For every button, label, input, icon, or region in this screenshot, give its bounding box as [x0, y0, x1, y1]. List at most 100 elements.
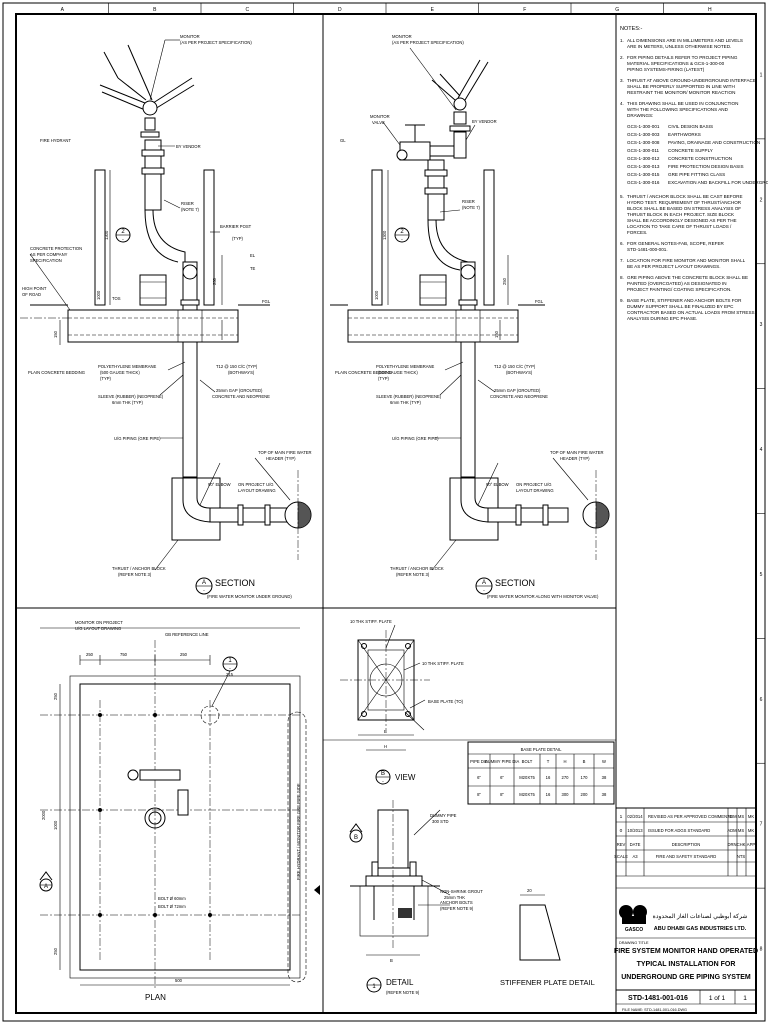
- detail-b-mark: B: [354, 835, 358, 841]
- baseplate-cell: 38: [602, 775, 607, 780]
- rev-header-app: APP: [747, 842, 756, 847]
- section-subtitle-left: (FIRE WATER MONITOR UNDER GROUND): [207, 594, 292, 599]
- section-symbol-sheet-left: -: [203, 588, 205, 594]
- drawing-rev: 1: [743, 995, 747, 1002]
- footer-filename: FILE NAME: STD-1481-001-016.DWG: [622, 1008, 687, 1012]
- dim-215-plan: 215: [226, 672, 234, 677]
- dim-150-left: 150: [53, 330, 58, 338]
- dim-250-plan-b: 250: [180, 652, 188, 657]
- note-text: RESTRAINT THE MONITOR/ MONITOR REACTION: [627, 90, 735, 95]
- label-monitor-project-sub: U/G LAYOUT DRAWING: [75, 626, 121, 631]
- view-b-text: 10 THK STIFF. PLATE 10 THK STIFF. PLATE …: [350, 619, 464, 785]
- label-monitor-left: MONITOR: [180, 34, 200, 39]
- note-number: 1.: [620, 38, 624, 43]
- note-text: CONTRACTOR BASED ON ACTUAL LOADS FROM ST…: [627, 310, 755, 315]
- baseplate-cell: 200: [581, 792, 589, 797]
- rev-number: 0: [620, 828, 623, 834]
- baseplate-header: B: [583, 759, 586, 764]
- note-text: PIPING SYSTEMS-FIRING (LATEST): [627, 67, 705, 72]
- label-ug-right: U/G PIPING (GRE PIPE): [392, 436, 439, 441]
- dim-150-right: 150: [494, 330, 499, 338]
- label-riser-note-right: (NOTE 7): [462, 205, 481, 210]
- standard-type: FIRE AND SAFETY STANDARD: [656, 854, 717, 859]
- grid-row-label: 6: [760, 697, 763, 703]
- drawing-title-line3: UNDERGROUND GRE PIPING SYSTEM: [621, 974, 751, 981]
- label-high-point: HIGH POINT: [22, 286, 47, 291]
- section-title-right: SECTION: [495, 578, 535, 588]
- note-text: BLOCK SHALL BE BASED ON STRESS ANALYSIS …: [627, 206, 741, 211]
- note-item: 5.THRUST / ANCHOR BLOCK SHALL BE CAST BE…: [620, 194, 743, 235]
- baseplate-cell: 6": [477, 775, 481, 780]
- dim-250-plan-d: 250: [53, 947, 58, 955]
- dim-detail-b: B: [390, 958, 393, 963]
- plan-text: MONITOR ON PROJECT U/G LAYOUT DRAWING GB…: [41, 620, 301, 1002]
- stiffener-drawing: 20 STIFFENER PLATE DETAIL: [500, 888, 595, 987]
- section-subtitle-right: (FIRE WATER MONITOR ALONG WITH MONITOR V…: [487, 594, 599, 599]
- grid-row-label: 1: [760, 72, 763, 78]
- baseplate-header: W: [602, 759, 606, 764]
- label-thrust-left: THRUST / ANCHOR BLOCK: [112, 566, 166, 571]
- baseplate-cell: 300: [562, 792, 570, 797]
- note-text: MATERIAL SPECIFICATIONS & GCS-1-300-00: [627, 61, 725, 66]
- dim-1300-left: 1300: [104, 230, 109, 240]
- label-on-project-sub-left: LAYOUT DRAWING: [238, 488, 276, 493]
- label-flange-left: BY VENDOR: [176, 144, 201, 149]
- baseplate-cell: M20X75: [519, 792, 535, 797]
- label-thrust-right: THRUST / ANCHOR BLOCK: [390, 566, 444, 571]
- note-reference-code: GCS-1-300-003: [627, 132, 660, 137]
- label-reference-line: GB REFERENCE LINE: [165, 632, 209, 637]
- detail-subtitle: (REFER NOTE 9): [386, 990, 420, 995]
- note-reference-code: GCS-1-300-015: [627, 172, 660, 177]
- label-tos-left: TOS: [112, 296, 121, 301]
- note-text: BE AS PER PROJECT LAYOUT DRAWINGS.: [627, 264, 721, 269]
- label-top-main-sub-right: HEADER (TYP): [560, 456, 590, 461]
- rev-by: ADM: [727, 828, 737, 833]
- label-polyethylene-typ-left: (TYP): [100, 376, 112, 381]
- note-reference-code: GCS-1-300-011: [627, 148, 660, 153]
- dim-1000-right: 1000: [374, 290, 379, 300]
- note-item: 2.FOR PIPING DETAILS REFER TO PROJECT PI…: [620, 55, 738, 72]
- label-anchor-bolts: ANCHOR BOLTS: [440, 900, 473, 905]
- drawing-sheet: 1 of 1: [709, 995, 726, 1002]
- note-number: 5.: [620, 194, 624, 199]
- note-item: 9.BASE PLATE, STIFFENER AND ANCHOR BOLTS…: [620, 298, 755, 321]
- label-sleeve-right: SLEEVE (RUBBER) (NEOPRENE): [376, 394, 442, 399]
- label-monitor-spec-right: (AS PER PROJECT SPECIFICATION): [392, 40, 464, 45]
- baseplate-cell: 8": [500, 792, 504, 797]
- plan-drawing: 1 -: [39, 627, 320, 990]
- label-polyethylene-sub-left: (500 GAUGE THICK): [100, 370, 140, 375]
- note-text: HYDRO TEST. REQUIREMENT OF THRUST/ANCHOR: [627, 200, 742, 205]
- note-number: 3.: [620, 78, 624, 83]
- note-text: THRUST BLOCK IN EACH PROJECT. SIZE BLOCK: [627, 212, 735, 217]
- rev-description: ISSUED FOR ADGS STANDARD: [648, 828, 710, 833]
- label-bolt-a: BOLT Ø 60mm: [158, 896, 186, 901]
- logo-text: GASCO: [625, 927, 643, 933]
- note-reference-desc: CONCRETE CONSTRUCTION: [668, 156, 732, 161]
- grid-column-label: G: [615, 7, 619, 13]
- label-view-base: BASE PLATE (TO): [428, 699, 464, 704]
- view-title: VIEW: [395, 773, 416, 782]
- note-item: 7.LOCATION FOR FIRE MONITOR AND MONITOR …: [620, 258, 746, 269]
- label-fgl-right: FGL: [535, 299, 544, 304]
- detail-1-text: DUMMY PIPE 300 STD NON-SHRINK GROUT 25mm…: [354, 813, 483, 995]
- note-text: STD-1481-000-001.: [627, 247, 668, 252]
- baseplate-cell: 170: [581, 775, 589, 780]
- note-reference-desc: CIVIL DESIGN BASIS: [668, 124, 713, 129]
- grid-column-label: D: [338, 7, 342, 13]
- dim-1000-left: 1000: [96, 290, 101, 300]
- label-top-main-right: TOP OF MAIN FIRE WATER: [550, 450, 604, 455]
- label-sleeve-left: SLEEVE (RUBBER) (NEOPRENE): [98, 394, 164, 399]
- note-text: THIS DRAWING SHALL BE USED IN CONJUNCTIO…: [627, 101, 738, 106]
- baseplate-cell: 16: [546, 775, 551, 780]
- note-item: 1.ALL DIMENSIONS ARE IN MILLIMETERS AND …: [620, 38, 743, 49]
- label-elbow-left: 90° ELBOW: [208, 482, 231, 487]
- gasco-logo: GASCO: [619, 905, 647, 933]
- note-text: WITH THE FOLLOWING SPECIFICATIONS AND: [627, 107, 729, 112]
- note-text: THRUST AT ABOVE GROUND-UNDERGROUND INTER…: [627, 78, 756, 83]
- baseplate-header: DUMMY PIPE DIA: [485, 759, 520, 764]
- label-on-project-right: ON PROJECT U/G: [516, 482, 552, 487]
- label-high-point-sub: OF ROAD: [22, 292, 41, 297]
- label-grout: NON-SHRINK GROUT: [440, 889, 483, 894]
- rev-description: REVISED AS PER APPROVED COMMENTS: [648, 814, 733, 819]
- dim-750-plan: 750: [120, 652, 128, 657]
